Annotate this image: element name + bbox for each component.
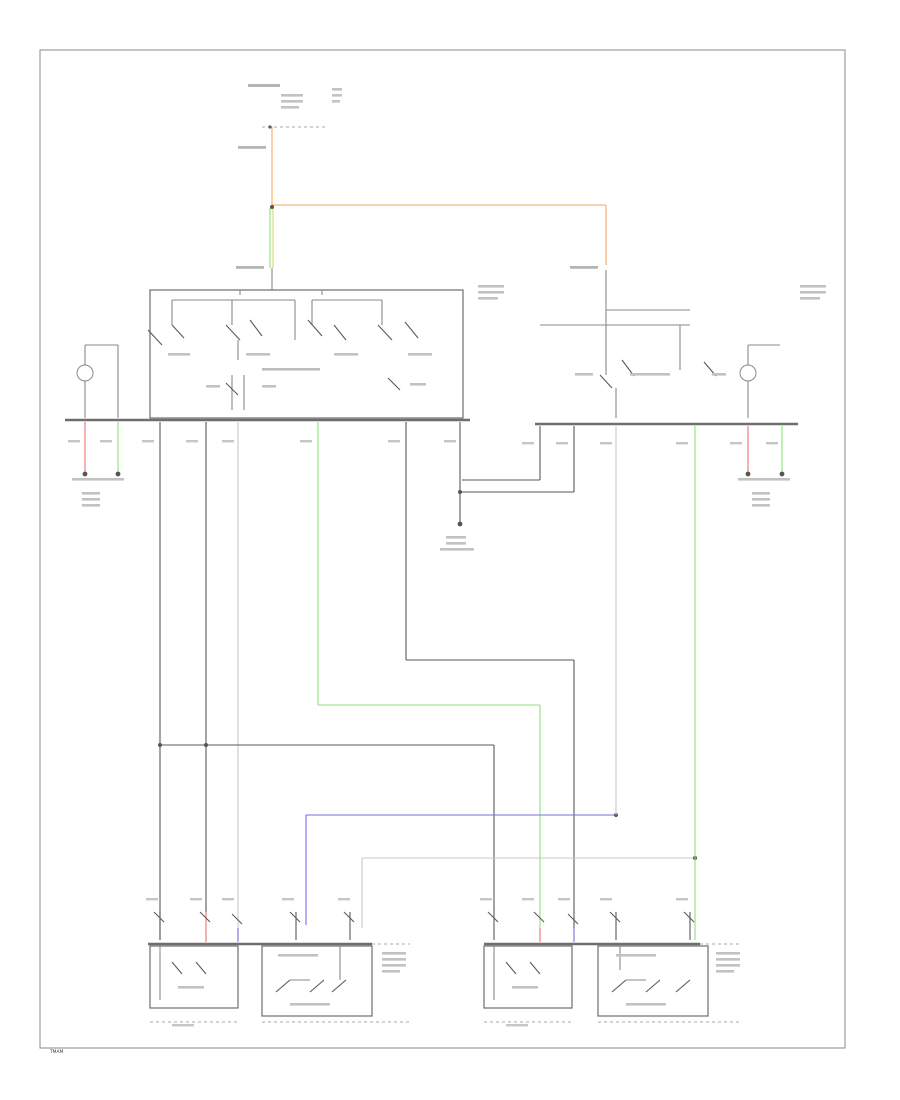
ground-junction bbox=[440, 422, 575, 551]
diagram-footer-tag: TMAM bbox=[49, 1049, 63, 1055]
right-seat-module bbox=[483, 945, 573, 1027]
harness-wires bbox=[158, 422, 697, 940]
left-memory-module bbox=[261, 945, 410, 1023]
bottom-terminals bbox=[146, 898, 695, 942]
memory-selector-switch bbox=[147, 289, 464, 419]
seat-memory-switch bbox=[478, 285, 826, 418]
left-bus-drops bbox=[68, 422, 456, 507]
diagram-frame bbox=[39, 49, 846, 1049]
power-feed bbox=[236, 84, 607, 290]
left-seat-module bbox=[149, 945, 239, 1027]
left-lamp-symbol bbox=[76, 344, 119, 418]
right-memory-module bbox=[597, 945, 742, 1023]
right-lamp-symbol bbox=[739, 344, 780, 418]
right-bus-drops bbox=[522, 426, 790, 507]
